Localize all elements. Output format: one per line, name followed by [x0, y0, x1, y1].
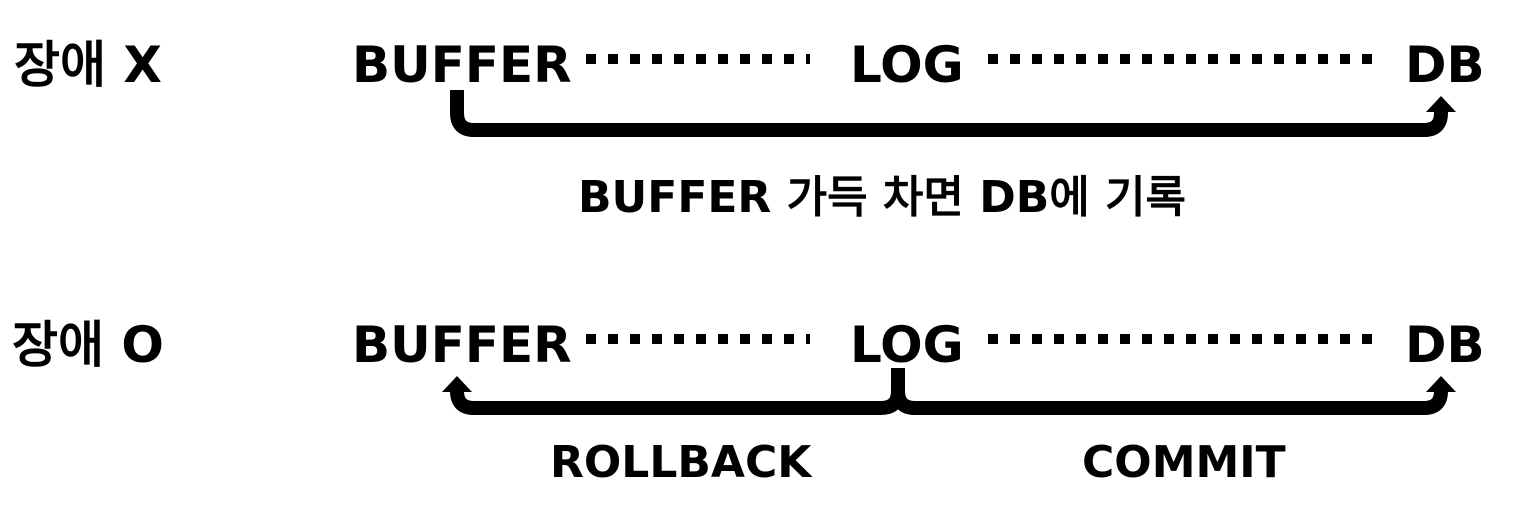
node-buffer: BUFFER	[352, 36, 572, 94]
node-db: DB	[1405, 316, 1485, 374]
arrow-buffer-to-db	[450, 90, 1448, 137]
arrow-log-to-db	[891, 368, 1448, 415]
node-db: DB	[1405, 36, 1485, 94]
status-label-failure: 장애 O	[12, 316, 164, 374]
caption-buffer-full: BUFFER 가득 차면 DB에 기록	[578, 172, 1186, 223]
status-label-no-failure: 장애 X	[14, 36, 162, 94]
node-buffer: BUFFER	[352, 316, 572, 374]
caption-rollback: ROLLBACK	[550, 437, 813, 488]
node-log: LOG	[850, 36, 964, 94]
row-no-failure: 장애 X BUFFER LOG DB BUFFER 가득 차면 DB에 기록	[14, 36, 1485, 223]
arrow-head-db-icon	[1426, 96, 1456, 112]
node-log: LOG	[850, 316, 964, 374]
arrow-head-buffer-icon	[442, 376, 472, 392]
arrow-log-to-buffer	[450, 368, 905, 415]
caption-commit: COMMIT	[1082, 437, 1286, 488]
arrow-head-db-icon	[1426, 376, 1456, 392]
row-failure: 장애 O BUFFER LOG DB ROLLBACK COMMIT	[12, 316, 1485, 488]
